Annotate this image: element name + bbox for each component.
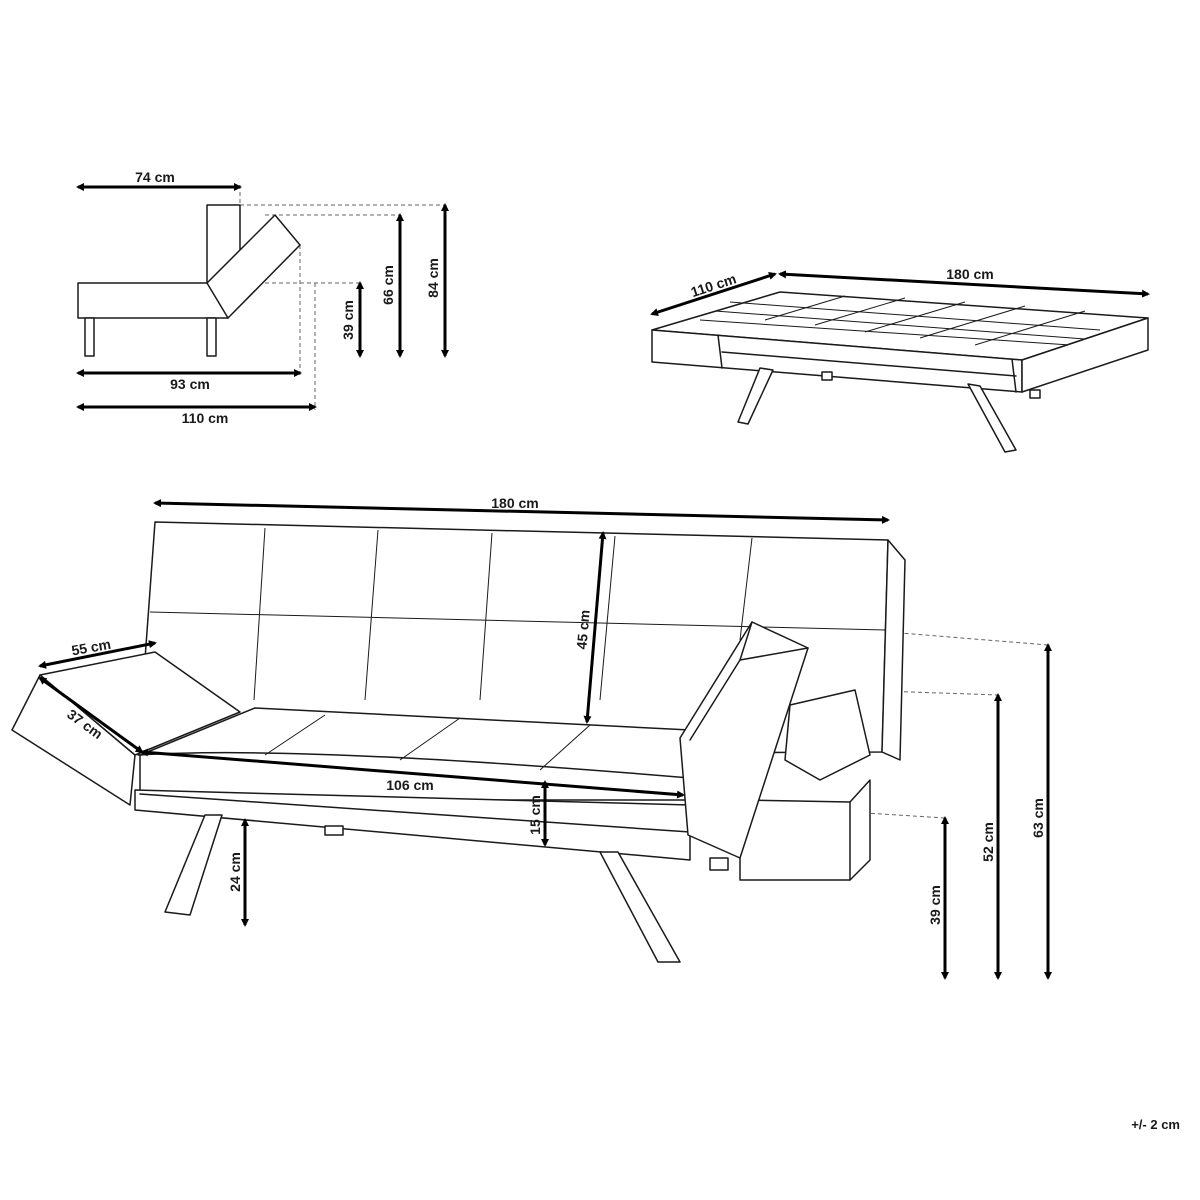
front-backrest-height-label: 45 cm [573, 609, 592, 650]
front-seat-thickness-label: 15 cm [527, 795, 543, 835]
front-armrest-length-arrow [38, 640, 157, 669]
front-backrest-height-arrow [583, 531, 607, 724]
front-armrest-width-arrow [38, 676, 144, 754]
front-total-width-arrow [153, 499, 890, 524]
front-seat-width-label: 106 cm [386, 777, 433, 793]
front-seat-width-arrow [140, 748, 685, 799]
front-armrest-length-label: 55 cm [70, 636, 112, 659]
side-seat-depth-label: 93 cm [170, 376, 210, 392]
side-total-height-label: 84 cm [425, 258, 441, 298]
bed-view: 110 cm 180 cm [650, 266, 1150, 453]
bed-depth-arrow [650, 272, 777, 316]
tolerance-note: +/- 2 cm [1131, 1117, 1180, 1132]
bed-width-arrow [778, 270, 1150, 298]
side-back-width-label: 74 cm [135, 169, 175, 185]
front-total-width-label: 180 cm [491, 495, 538, 511]
front-armrest-up-height-label: 63 cm [1030, 798, 1046, 838]
side-view: 74 cm 39 cm 66 cm 84 cm 93 cm 110 cm [76, 169, 449, 426]
bed-depth-label: 110 cm [689, 270, 738, 300]
side-total-depth-label: 110 cm [182, 410, 229, 426]
front-leg-height-label: 24 cm [227, 852, 243, 892]
front-seat-height-label: 39 cm [927, 885, 943, 925]
side-seat-height-label: 39 cm [340, 300, 356, 340]
front-armrest-height-label: 52 cm [980, 822, 996, 862]
front-view: 180 cm 45 cm 55 cm 37 cm 106 cm 15 cm 24… [11, 495, 1052, 980]
side-back-top-label: 66 cm [380, 265, 396, 305]
bed-width-label: 180 cm [946, 266, 993, 282]
